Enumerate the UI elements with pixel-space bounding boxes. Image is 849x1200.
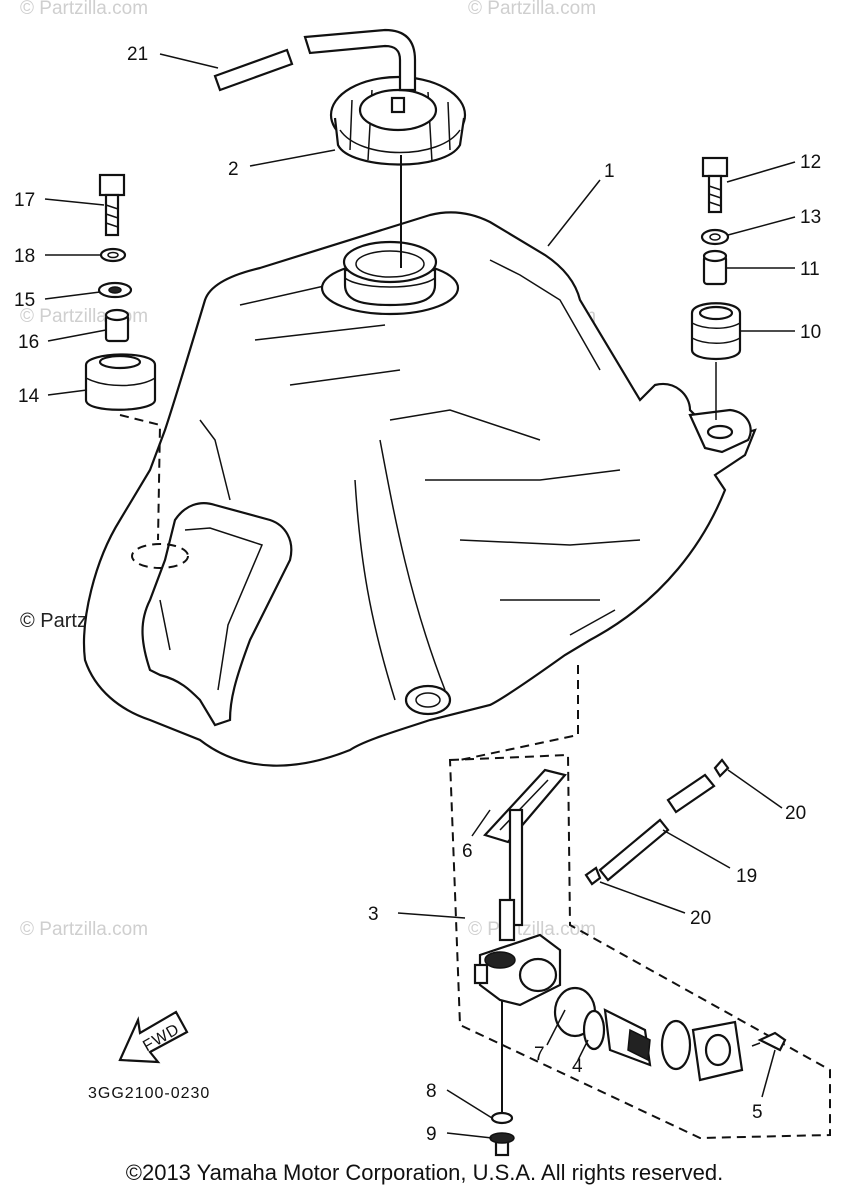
callout-21: 21 [127,44,148,65]
watermark-top-left: © Partzilla.com [20,0,148,19]
callout-12: 12 [800,152,821,173]
callout-11: 11 [800,259,820,280]
callout-labels: 21 2 1 12 13 11 10 17 18 15 16 14 3 6 7 … [14,44,821,1145]
copyright-notice: ©2013 Yamaha Motor Corporation, U.S.A. A… [125,1160,724,1185]
callout-17: 17 [14,190,35,211]
callout-10: 10 [800,322,821,343]
fwd-arrow-icon: FWD [118,1010,189,1064]
petcock-assembly [448,665,831,1157]
fuel-cap [329,75,467,166]
fuel-hose [598,758,730,882]
callout-20-lower: 20 [690,908,711,929]
callout-3: 3 [368,904,379,925]
callout-4: 4 [572,1056,583,1077]
callout-16: 16 [18,332,39,353]
callout-2: 2 [228,159,239,180]
fuel-tank [82,211,757,767]
callout-6: 6 [462,841,473,862]
callout-7: 7 [534,1044,545,1065]
callout-5: 5 [752,1102,763,1123]
breather-hose [213,28,417,92]
leader-lines [44,53,796,1139]
left-mount-stack [84,173,162,541]
callout-14: 14 [18,386,40,407]
callout-1: 1 [604,161,615,182]
callout-8: 8 [426,1081,437,1102]
watermark-top-right: © Partzilla.com [468,0,596,19]
callout-9: 9 [426,1124,437,1145]
watermark-lower-left: © Partzilla.com [20,919,148,940]
callout-20-upper: 20 [785,803,806,824]
callout-18: 18 [14,246,35,267]
diagram-code: 3GG2100-0230 [88,1085,210,1102]
callout-13: 13 [800,207,821,228]
right-mount-stack [690,156,742,420]
callout-15: 15 [14,290,35,311]
callout-19: 19 [736,866,757,887]
